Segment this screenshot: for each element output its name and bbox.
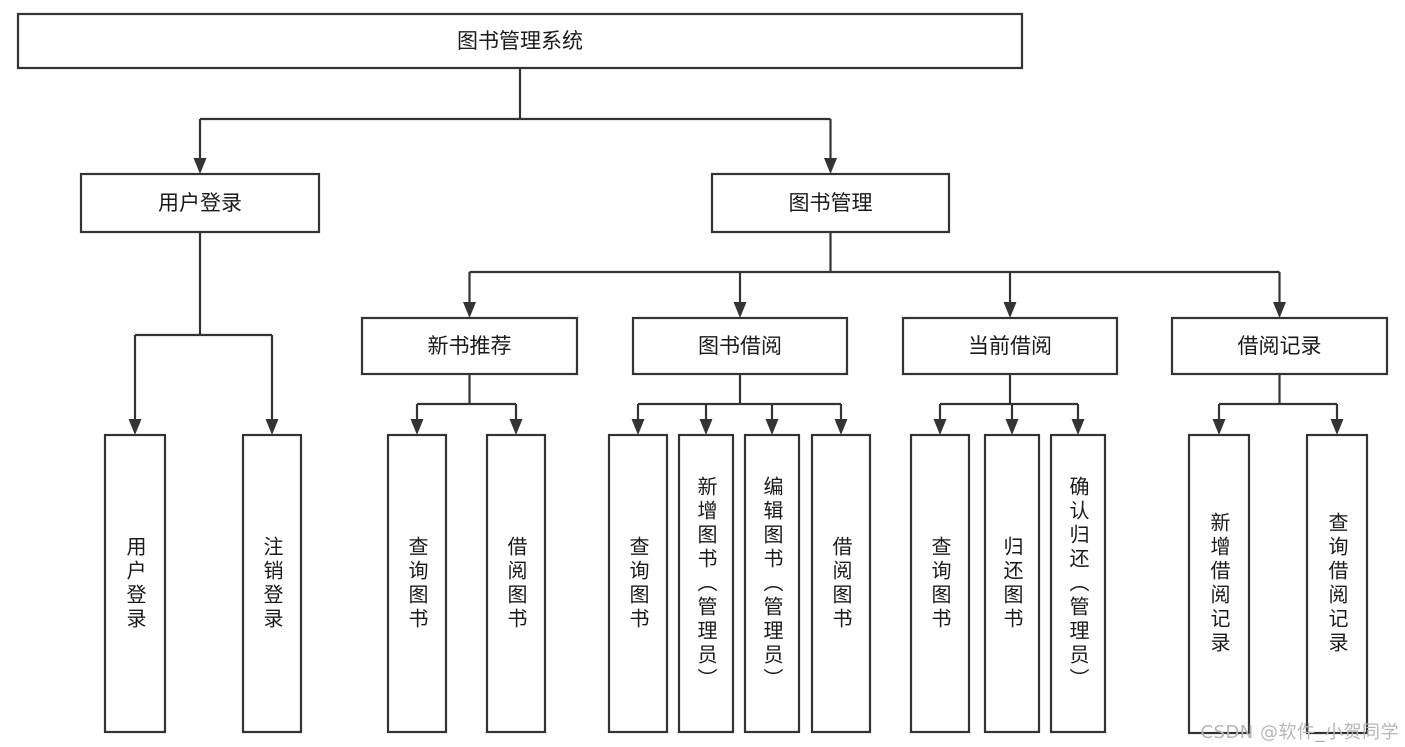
arrow-head-book-borrow	[733, 302, 747, 318]
node-box-user-login[interactable]	[79, 172, 321, 234]
arrow-head-query-book-3	[933, 419, 947, 435]
node-label-root: 图书管理系统	[457, 29, 583, 53]
watermark-text: CSDN @软件_小贺同学	[1200, 722, 1399, 743]
node-box-borrow-records[interactable]	[1170, 316, 1389, 376]
node-box-query-book-3[interactable]	[909, 433, 971, 734]
node-box-new-book-recommend[interactable]	[360, 316, 579, 376]
arrow-head-borrow-book-1	[509, 419, 523, 435]
arrow-head-return-book	[1005, 419, 1019, 435]
arrow-head-query-book-1	[410, 419, 424, 435]
arrow-head-add-book-admin	[699, 419, 713, 435]
node-box-return-book[interactable]	[983, 433, 1041, 734]
arrow-head-query-borrow-record	[1330, 419, 1344, 435]
node-boxes	[16, 12, 1389, 735]
node-box-add-book-admin[interactable]	[677, 433, 735, 734]
node-box-root[interactable]	[16, 12, 1024, 70]
arrow-head-query-book-2	[631, 419, 645, 435]
arrow-head-borrow-book-2	[834, 419, 848, 435]
node-label-book-management: 图书管理	[789, 191, 873, 215]
arrow-head-book-management	[824, 158, 837, 174]
arrow-head-borrow-records	[1273, 302, 1286, 318]
arrow-head-user-login-do	[128, 419, 142, 435]
arrow-head-user-login	[193, 158, 207, 174]
arrow-head-user-logout	[265, 419, 279, 435]
node-box-edit-book-admin[interactable]	[743, 433, 801, 734]
node-label-book-borrow: 图书借阅	[698, 334, 782, 358]
node-box-query-book-2[interactable]	[607, 433, 669, 734]
node-label-borrow-records: 借阅记录	[1238, 334, 1322, 358]
node-box-borrow-book-1[interactable]	[485, 433, 547, 734]
node-label-new-book-recommend: 新书推荐	[428, 334, 512, 358]
node-box-user-login-do[interactable]	[103, 433, 167, 734]
arrow-head-confirm-return-admin	[1071, 419, 1085, 435]
node-box-add-borrow-record[interactable]	[1187, 433, 1251, 735]
node-box-book-management[interactable]	[710, 172, 951, 234]
node-box-user-logout[interactable]	[241, 433, 303, 734]
node-box-book-borrow[interactable]	[631, 316, 849, 376]
arrow-head-edit-book-admin	[765, 419, 779, 435]
node-label-user-login: 用户登录	[158, 191, 242, 215]
node-box-query-book-1[interactable]	[386, 433, 448, 734]
node-box-confirm-return-admin[interactable]	[1049, 433, 1107, 734]
connector-lines	[128, 68, 1344, 435]
arrow-head-current-borrow	[1003, 302, 1017, 318]
node-box-query-borrow-record[interactable]	[1305, 433, 1369, 735]
arrow-head-new-book-recommend	[463, 302, 476, 318]
node-box-current-borrow[interactable]	[901, 316, 1119, 376]
arrow-head-add-borrow-record	[1212, 419, 1226, 435]
node-label-current-borrow: 当前借阅	[968, 334, 1052, 358]
node-box-borrow-book-2[interactable]	[810, 433, 872, 734]
